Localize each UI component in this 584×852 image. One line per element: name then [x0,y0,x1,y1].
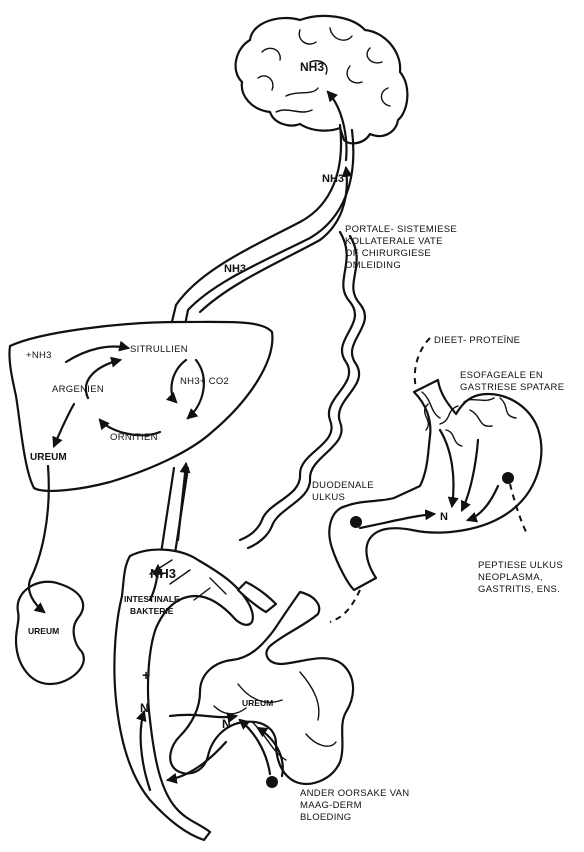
colon-n-label: N [140,701,149,715]
vessel-nh3-upper: NH3 [322,173,344,185]
liver-nh3-label: +NH3 [26,350,52,361]
bleeding-label-3: BLOEDING [300,812,352,823]
peptic-ulcer-marker [502,472,514,484]
duodenal-label-2: ULKUS [312,492,345,503]
peptic-label-3: GASTRITIS, ENS. [478,584,560,595]
gut-ureum-label: UREUM [242,698,273,708]
eso-label-1: ESOFAGEALE EN [460,370,543,381]
peptic-label-1: PEPTIESE ULKUS [478,560,563,571]
colon-nh3-label: NH3 [150,566,176,581]
plus-sign: + [142,667,150,683]
brain: NH3 [236,16,408,143]
duodenal-ulcer-marker [350,516,362,528]
bleeding-label-2: MAAG-DERM [300,800,362,811]
portal-label-2: KOLLATERALE VATE [345,236,443,247]
duodenal-label-1: DUODENALE [312,480,374,491]
bleeding-label-1: ANDER OORSAKE VAN [300,788,409,799]
brain-nh3-label: NH3 [300,60,324,74]
peptic-label-2: NEOPLASMA, [478,572,543,583]
esophagus-stomach: DIEET- PROTEÏNE ESOFAGEALE EN GASTRIESE … [312,335,564,622]
liver-ureum-label: UREUM [30,452,67,463]
diet-label: DIEET- PROTEÏNE [434,335,520,346]
bacteria-label-2: BAKTERIE [130,606,174,616]
intestines: NH3 INTESTINALE BAKTERIE + N N UREUM AND… [114,550,409,840]
portal-label-1: PORTALE- SISTEMIESE [345,224,457,235]
kidney: UREUM [16,466,84,684]
stomach-n-label: N [440,511,448,523]
vessel-nh3-lower: NH3 [224,263,246,275]
sitrullien-label: SITRULLIEN [130,344,188,355]
bleeding-marker [266,776,278,788]
portal-label-3: OF CHIRURGIESE [345,248,431,259]
portal-vein [160,464,188,560]
portal-label-4: OMLEIDING [345,260,401,271]
argenien-label: ARGENIEN [52,384,104,395]
eso-label-2: GASTRIESE SPATARE [460,382,564,393]
kidney-ureum-label: UREUM [28,626,59,636]
small-intestine-n-label: N [222,717,231,731]
bacteria-label-1: INTESTINALE [124,594,180,604]
